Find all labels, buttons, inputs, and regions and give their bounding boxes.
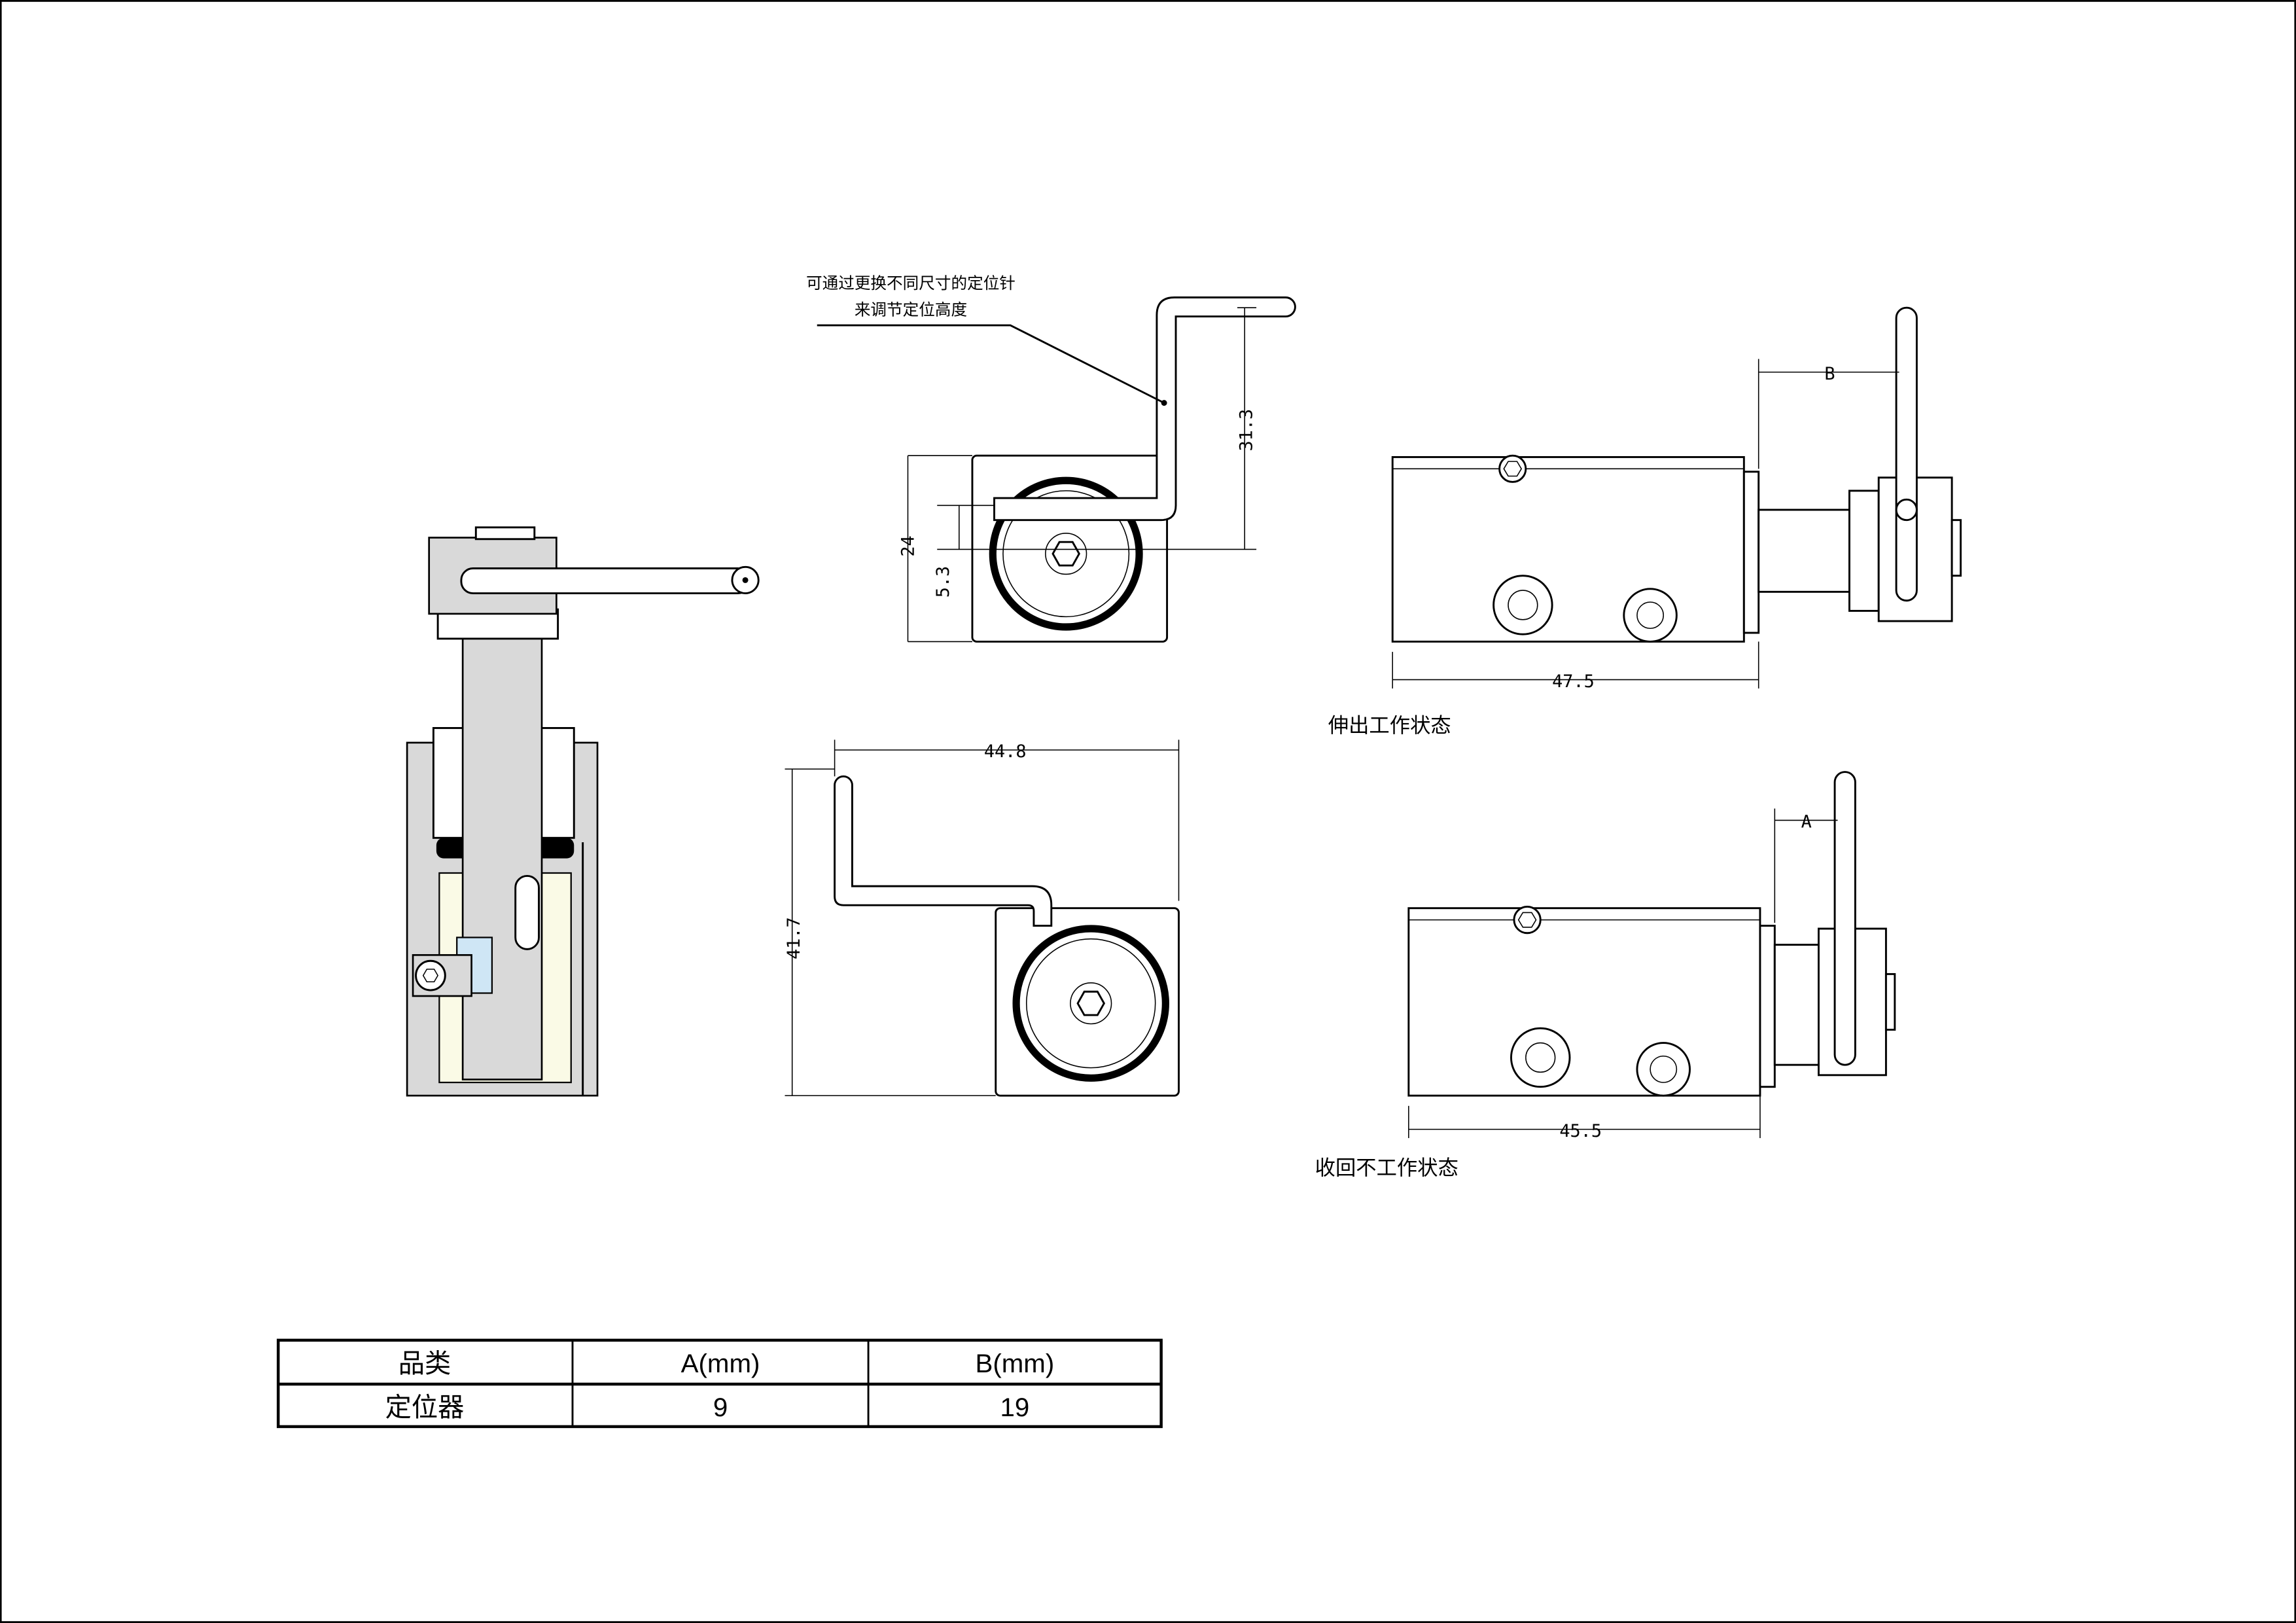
table-header-category: 品类 [398, 1349, 451, 1378]
table-cell-a: 9 [713, 1393, 728, 1422]
dim-center-offset: 5.3 [933, 566, 953, 597]
table-header-b: B(mm) [975, 1349, 1054, 1378]
section-view [406, 526, 760, 1097]
dim-block-height: 24 [898, 535, 918, 556]
set-screw-icon [412, 954, 472, 997]
hex-socket-icon [1051, 541, 1080, 567]
annotation-line-1: 可通过更换不同尺寸的定位针 [806, 274, 1016, 293]
dim-retracted-length: 45.5 [1559, 1121, 1602, 1141]
table-cell-b: 19 [1000, 1393, 1029, 1422]
front-view-with-pin: 24 5.3 31.3 可通过更换不同尺寸的定位针 来调节定位高度 [806, 274, 1296, 643]
locating-pin [993, 296, 1296, 522]
side-view-with-pin: 44.8 41.7 [784, 740, 1180, 1097]
caption-extended: 伸出工作状态 [1328, 714, 1451, 738]
dim-label-a: A [1801, 812, 1812, 832]
locating-pin [834, 775, 1053, 927]
dim-label-b: B [1824, 364, 1835, 384]
dim-extended-length: 47.5 [1552, 671, 1595, 692]
extended-state-view: B 47.5 伸出工作状态 [1328, 306, 1962, 738]
caption-retracted: 收回不工作状态 [1315, 1156, 1458, 1180]
table-header-a: A(mm) [681, 1349, 760, 1378]
dim-total-width: 44.8 [984, 741, 1027, 762]
retracted-state-view: A 45.5 收回不工作状态 [1315, 771, 1896, 1180]
hex-socket-icon [1076, 990, 1106, 1016]
spec-table: 品类 A(mm) B(mm) 定位器 9 19 [276, 1338, 1163, 1429]
table-cell-category: 定位器 [385, 1393, 465, 1422]
dim-total-height: 41.7 [784, 917, 804, 959]
annotation-line-2: 来调节定位高度 [855, 300, 967, 319]
dim-pin-height: 31.3 [1236, 409, 1256, 452]
